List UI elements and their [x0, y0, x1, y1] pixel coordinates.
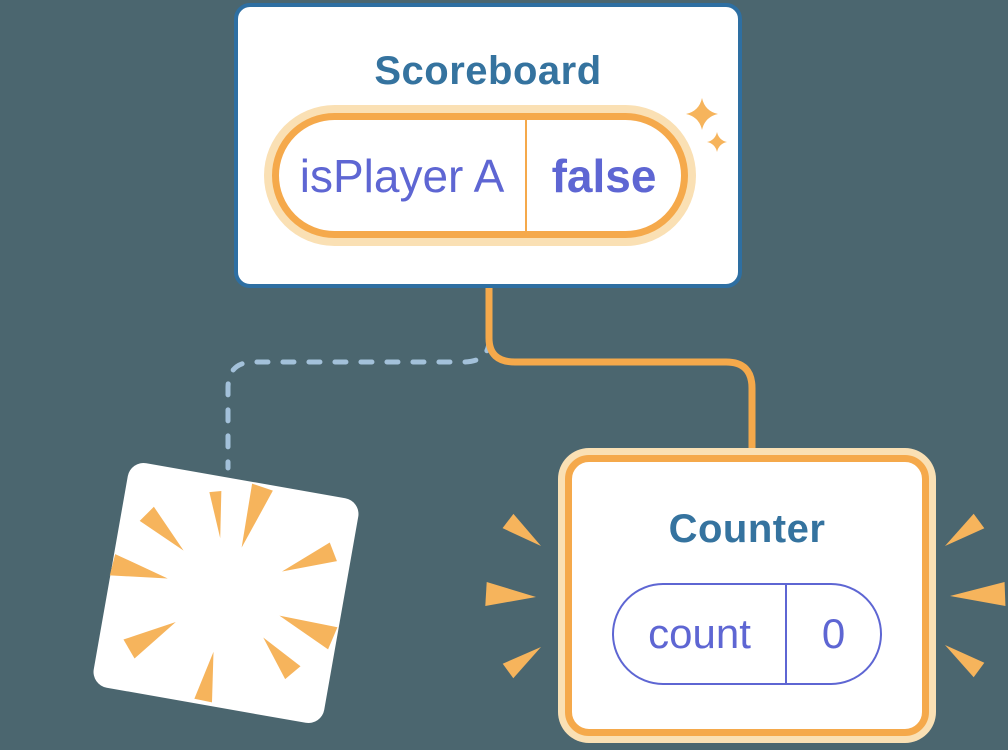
scoreboard-state-pill: isPlayer A false: [272, 113, 688, 238]
solid-connector-line: [485, 282, 756, 464]
state-value: false: [551, 149, 657, 202]
counter-component-card: Counter count 0: [565, 455, 929, 736]
counter-state-pill: count 0: [612, 583, 882, 685]
state-value: 0: [821, 610, 846, 657]
poof-icon: [93, 462, 359, 724]
scoreboard-title: Scoreboard: [374, 49, 602, 93]
state-name: count: [614, 585, 787, 683]
counter-title: Counter: [668, 507, 826, 551]
scoreboard-component-card: Scoreboard isPlayer A false: [234, 3, 742, 288]
dashed-connector-line: [225, 337, 492, 471]
state-name: isPlayer A: [279, 120, 527, 231]
